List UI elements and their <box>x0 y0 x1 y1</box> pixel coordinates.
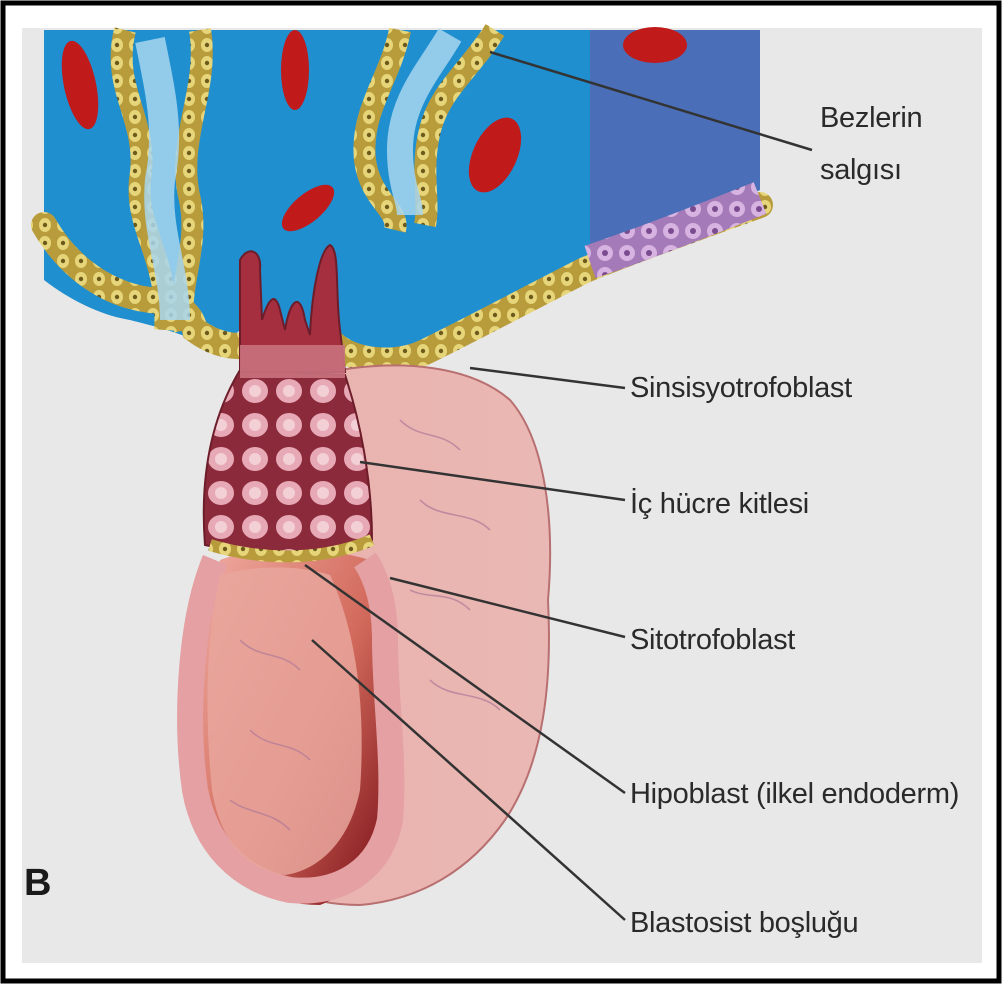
inner-cell-mass <box>204 370 372 556</box>
blood-vessel <box>281 30 309 110</box>
label-hypoblast: Hipoblast (ilkel endoderm) <box>630 776 959 812</box>
label-gland-secretion-line2: salgısı <box>820 152 902 188</box>
cavity-interior <box>207 568 361 876</box>
label-syncytiotrophoblast: Sinsisyotrofoblast <box>630 370 852 406</box>
label-cytotrophoblast: Sitotrofoblast <box>630 622 795 658</box>
label-blastocyst-cavity: Blastosist boşluğu <box>630 905 858 941</box>
label-inner-cell-mass: İç hücre kitlesi <box>630 486 809 522</box>
syncytiotrophoblast-lower <box>240 345 345 378</box>
label-gland-secretion-line1: Bezlerin <box>820 100 922 136</box>
panel-letter: B <box>24 862 51 905</box>
blood-vessel <box>623 27 687 63</box>
